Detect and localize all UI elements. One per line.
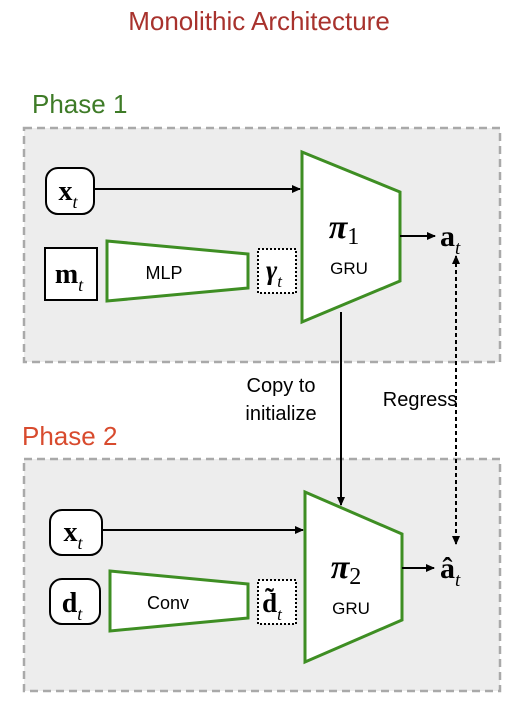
phase2-input-x-symbol: xt — [63, 517, 83, 553]
phase1-input-x: xt — [45, 167, 95, 215]
regress-label: Regress — [383, 389, 457, 411]
phase1-input-m: mt — [44, 247, 98, 301]
phase1-panel — [22, 126, 502, 364]
phase1-input-x-symbol: xt — [58, 176, 78, 212]
pi2-symbol: π2 — [331, 549, 362, 590]
phase1-label: Phase 1 — [32, 89, 127, 119]
phase2-input-d: dt — [49, 578, 101, 625]
phase1-latent-symbol: γt — [266, 255, 283, 291]
phase1-latent-gamma: γt — [257, 248, 297, 294]
conv-label: Conv — [147, 593, 189, 613]
phase2-input-x: xt — [49, 509, 103, 556]
phase1-output-a: at — [440, 220, 461, 259]
copy-label-line2: initialize — [245, 403, 316, 425]
phase2-conv-encoder: Conv — [108, 569, 250, 633]
copy-label-line1: Copy to — [247, 375, 316, 397]
phase1-input-m-symbol: mt — [55, 259, 84, 295]
pi2-gru-label: GRU — [332, 599, 370, 618]
phase2-output-ahat: ât — [440, 552, 461, 591]
phase2-policy-pi2: π2 GRU — [303, 489, 404, 665]
phase1-mlp-encoder: MLP — [105, 239, 250, 303]
phase1-policy-pi1: π1 GRU — [300, 149, 402, 325]
diagram-title: Monolithic Architecture — [128, 6, 390, 36]
phase2-latent-dtilde: d̃t — [257, 579, 297, 625]
phase2-label: Phase 2 — [22, 421, 117, 451]
pi1-symbol: π1 — [329, 209, 360, 250]
mlp-label: MLP — [145, 263, 182, 283]
pi1-gru-label: GRU — [330, 259, 368, 278]
phase2-input-d-symbol: dt — [62, 588, 84, 624]
phase2-latent-symbol: d̃t — [262, 588, 283, 624]
phase2-panel — [22, 457, 502, 693]
